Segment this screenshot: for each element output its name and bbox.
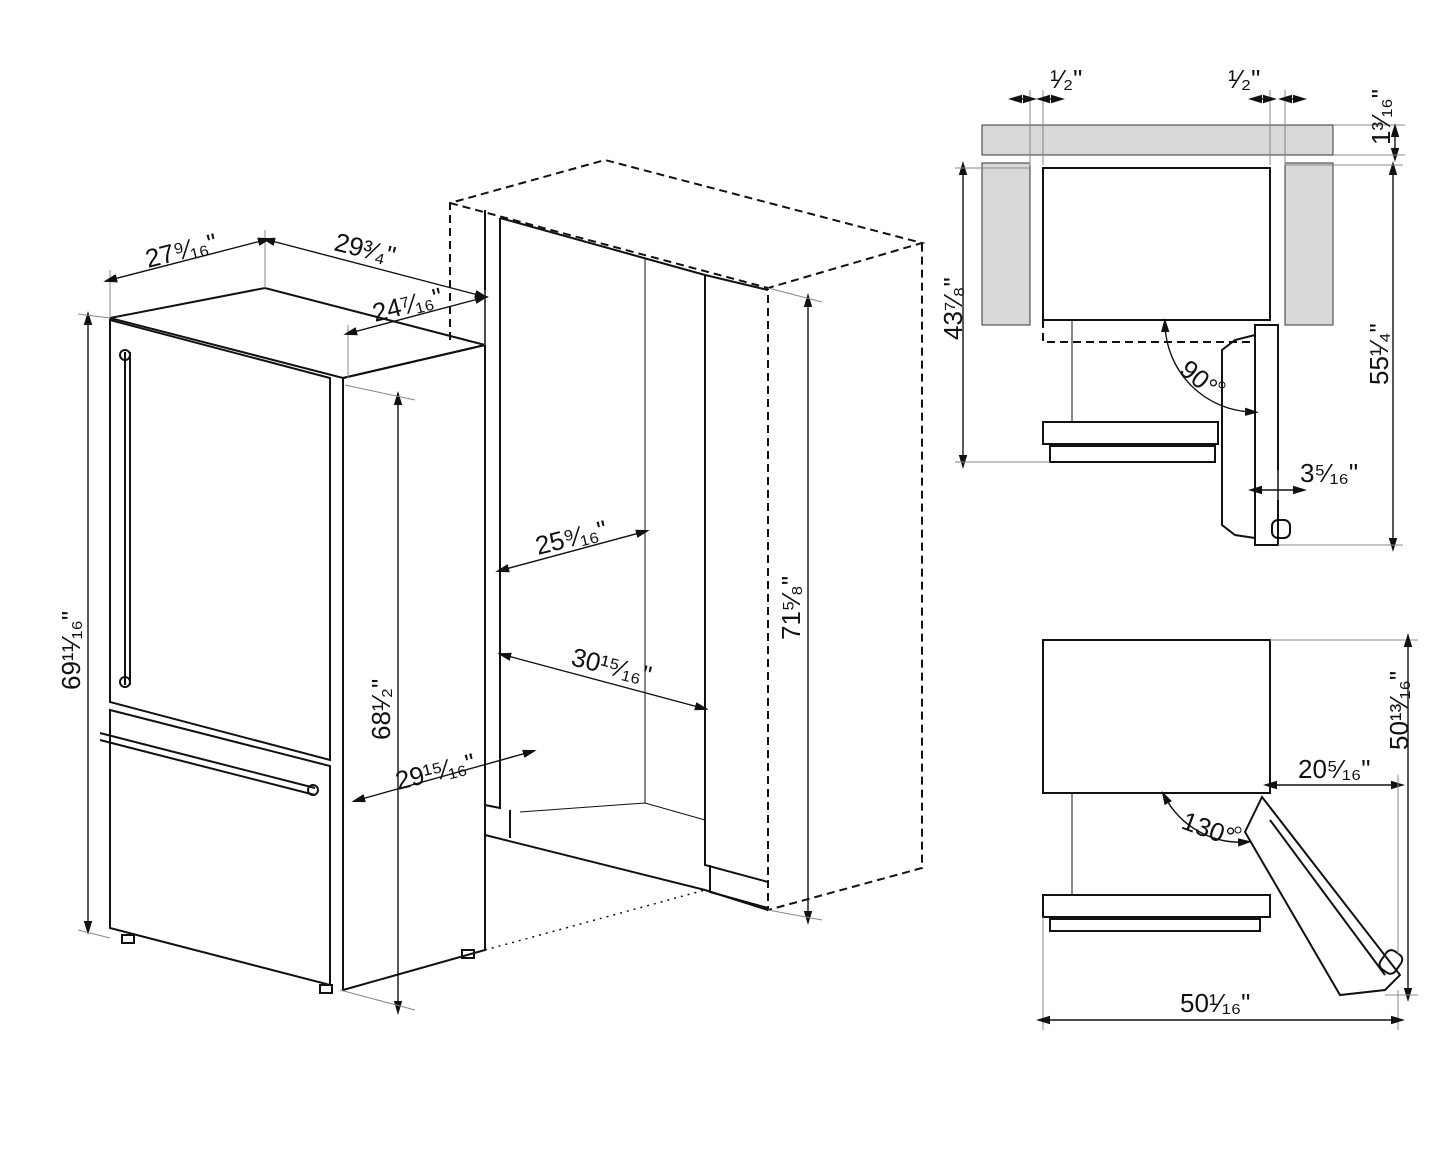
upper-door — [109, 318, 331, 762]
dim-depth-50-label: 50¹³⁄₁₆" — [1384, 671, 1414, 750]
dim-depth-55-label: 55¹⁄₄" — [1364, 323, 1394, 385]
dim-height-label: 69¹¹⁄₁₆" — [56, 611, 86, 690]
dim-width-50-label: 50¹⁄₁₆" — [1180, 988, 1250, 1018]
dim-door-open-label: 29¹⁵⁄₁₆" — [392, 747, 478, 796]
dimension-lines-left — [77, 230, 823, 1015]
plan-view-90 — [955, 90, 1405, 552]
door-open-90 — [1254, 324, 1279, 546]
dim-niche-width-label: 25⁹⁄₁₆" — [532, 514, 610, 561]
dim-height-side-label: 68¹⁄₂" — [366, 679, 396, 740]
dim-recess-label: 1³⁄₁₆" — [1366, 89, 1396, 145]
plan-view-130 — [1036, 633, 1418, 1030]
angle-90-label: 90° — [1174, 354, 1223, 402]
dim-door-20-label: 20⁵⁄₁₆" — [1298, 754, 1371, 784]
dim-door-clear-label: 3⁵⁄₁₆" — [1300, 458, 1358, 488]
dim-niche-height-label: 71⁵⁄₈" — [776, 576, 806, 640]
wall-top — [981, 124, 1334, 156]
dim-depth-body-label: 24⁷⁄₁₆" — [369, 281, 445, 327]
dim-depth-label: 29³⁄₄" — [332, 227, 399, 271]
dim-gap-right-label: ¹⁄₂" — [1228, 64, 1260, 94]
cabinet-niche — [449, 158, 926, 951]
dim-depth-43-label: 43⁷⁄₈" — [938, 277, 968, 340]
angle-130-label: 130° — [1178, 805, 1239, 852]
dim-width-label: 27⁹⁄₁₆" — [142, 227, 220, 274]
refrigerator-isometric — [99, 286, 486, 994]
dim-gap-left-label: ¹⁄₂" — [1050, 64, 1082, 94]
drawer-handle — [99, 732, 316, 789]
